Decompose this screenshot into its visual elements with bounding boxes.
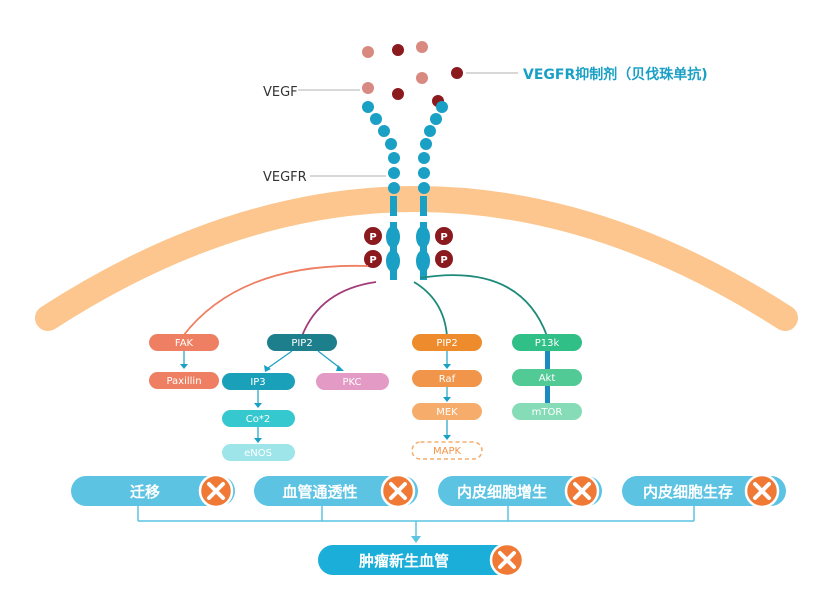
svg-text:血管通透性: 血管通透性 xyxy=(282,483,357,501)
pathway-pip2-right: PIP2 Raf MEK MAPK xyxy=(411,334,483,460)
connector-pip2-left xyxy=(301,281,377,337)
connector-p13k xyxy=(419,274,548,337)
svg-text:MAPK: MAPK xyxy=(433,446,461,457)
node-mtor xyxy=(512,403,582,420)
inhibitor-label: VEGFR抑制剂（贝伐珠单抗) xyxy=(523,66,708,83)
svg-text:肿瘤新生血管: 肿瘤新生血管 xyxy=(359,552,449,570)
outcome-proliferation: 内皮细胞增生 xyxy=(438,476,602,506)
vegf-dot xyxy=(416,41,428,53)
pathway-p13k: P13k Akt mTOR xyxy=(512,334,582,420)
node-p13k xyxy=(512,334,582,351)
node-paxillin xyxy=(149,372,219,389)
svg-text:mTOR: mTOR xyxy=(532,407,563,418)
svg-text:MEK: MEK xyxy=(436,407,458,418)
connector-pip2-right xyxy=(413,281,448,337)
node-pip2-left xyxy=(267,334,337,351)
svg-text:Paxillin: Paxillin xyxy=(166,376,201,387)
phosphate-groups: P P P P xyxy=(364,227,453,268)
svg-text:eNOS: eNOS xyxy=(244,448,272,459)
svg-text:IP3: IP3 xyxy=(250,377,265,388)
vegfr-label: VEGFR xyxy=(263,170,307,185)
node-akt xyxy=(512,369,582,386)
x-circle-icon xyxy=(198,473,234,509)
node-co2 xyxy=(222,410,295,427)
node-pkc xyxy=(316,373,389,390)
svg-text:Co*2: Co*2 xyxy=(246,414,270,425)
vegf-dot xyxy=(362,82,374,94)
svg-text:FAK: FAK xyxy=(175,338,194,349)
inhibitor-dot xyxy=(451,67,463,79)
svg-text:PIP2: PIP2 xyxy=(291,338,312,349)
vegf-label: VEGF xyxy=(263,85,298,100)
vegf-dot xyxy=(392,44,404,56)
connector-fak xyxy=(182,264,369,337)
x-circle-icon xyxy=(744,473,780,509)
svg-text:PKC: PKC xyxy=(342,377,361,388)
final-arrow-head xyxy=(411,536,421,543)
svg-text:P: P xyxy=(369,232,376,243)
node-enos xyxy=(222,444,295,461)
pathway-fak: FAK Paxillin xyxy=(149,334,219,389)
svg-text:PIP2: PIP2 xyxy=(436,338,457,349)
vegf-ligands xyxy=(362,41,463,107)
svg-text:P13k: P13k xyxy=(535,338,560,349)
node-mapk xyxy=(411,441,483,460)
node-fak xyxy=(149,334,219,351)
vegf-dot xyxy=(416,72,428,84)
svg-text:P: P xyxy=(369,255,376,266)
outcome-permeability: 血管通透性 xyxy=(254,476,418,506)
node-mek xyxy=(412,403,482,420)
node-ip3 xyxy=(222,373,295,390)
svg-text:迁移: 迁移 xyxy=(130,483,160,501)
svg-text:P: P xyxy=(440,232,447,243)
vegf-dot xyxy=(362,46,374,58)
vegf-dot xyxy=(392,88,404,100)
node-raf xyxy=(412,370,482,387)
vegfr-receptor-right xyxy=(418,101,448,216)
svg-text:内皮细胞增生: 内皮细胞增生 xyxy=(457,483,547,501)
svg-text:Raf: Raf xyxy=(439,374,456,385)
outcome-connectors xyxy=(137,505,695,538)
node-pip2-right xyxy=(412,334,482,351)
x-circle-icon xyxy=(564,473,600,509)
receptor-intracellular xyxy=(386,222,430,280)
outcome-migration: 迁移 xyxy=(71,476,235,506)
svg-text:Akt: Akt xyxy=(539,373,556,384)
vegfr-receptor-left xyxy=(362,101,400,216)
final-outcome-angiogenesis: 肿瘤新生血管 xyxy=(318,545,522,575)
x-circle-icon xyxy=(489,542,525,578)
svg-text:内皮细胞生存: 内皮细胞生存 xyxy=(643,483,733,501)
outcome-survival: 内皮细胞生存 xyxy=(622,476,786,506)
svg-text:P: P xyxy=(440,255,447,266)
pathway-pip2-left: PIP2 IP3 PKC Co*2 eNOS xyxy=(222,334,389,461)
x-circle-icon xyxy=(380,473,416,509)
cell-membrane xyxy=(35,186,798,331)
